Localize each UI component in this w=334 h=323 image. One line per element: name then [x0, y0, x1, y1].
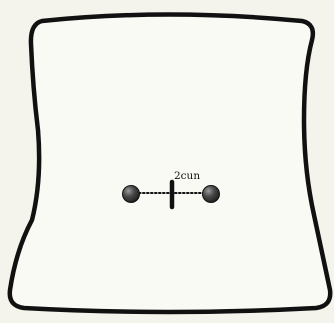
acupoint-left [123, 186, 140, 203]
measurement-label: 2cun [174, 170, 200, 182]
torso-outline [10, 15, 330, 313]
acupoint-right [203, 186, 220, 203]
